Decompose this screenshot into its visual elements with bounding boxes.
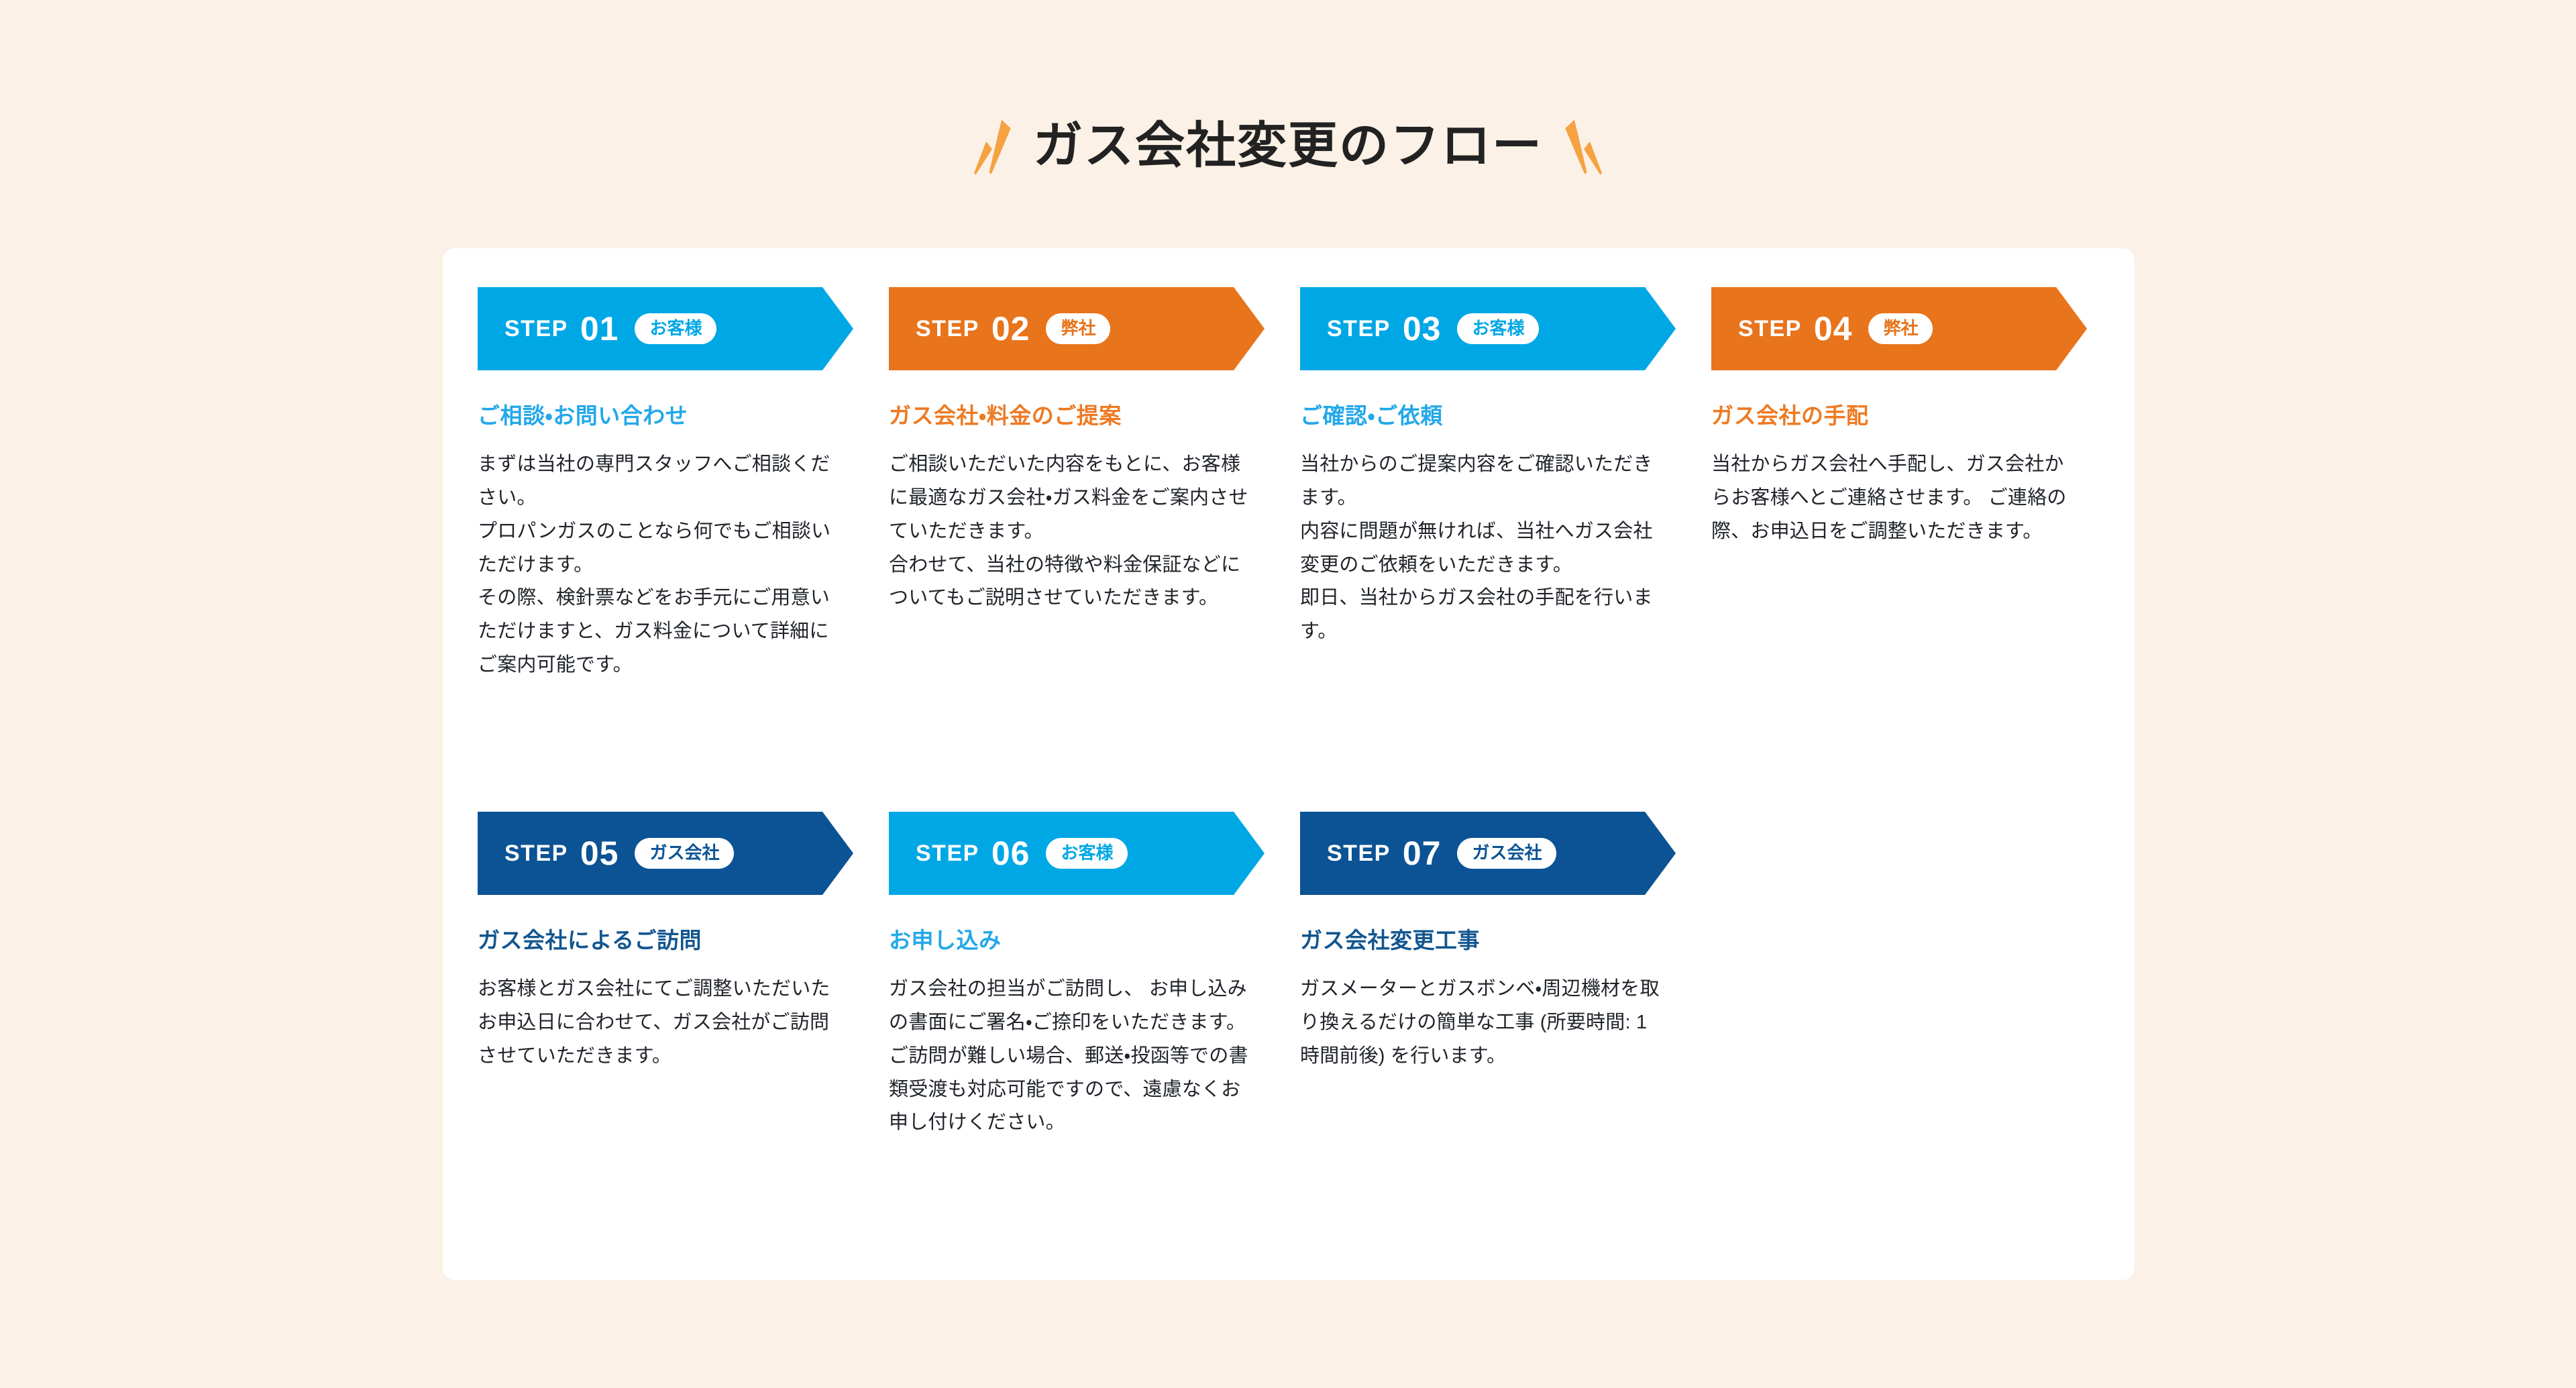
flow-row-2: STEP 05 ガス会社 ガス会社によるご訪問 お客様とガス会社にてご調整いただ… <box>478 812 2135 1140</box>
flow-panel: STEP 01 お客様 ご相談・お問い合わせ まずは当社の専門スタッフへご相談く… <box>443 248 2135 1280</box>
step-body-6: ガス会社の担当がご訪問し、 お申し込みの書面にご署名・ご捺印をいただきます。 ご… <box>889 977 1248 1134</box>
step-number-4: 04 <box>1813 310 1853 348</box>
step-body-4: 当社からガス会社へ手配し、ガス会社からお客様へとご連絡させます。 ご連絡の際、お… <box>1711 453 2067 542</box>
step-actor-badge-2: 弊社 <box>1046 313 1110 344</box>
step-banner-1[interactable]: STEP 01 お客様 <box>478 287 853 370</box>
step-card-3: STEP 03 お客様 ご確認・ご依頼 当社からのご提案内容をご確認いただきます… <box>1300 287 1711 682</box>
step-title-6: お申し込み <box>889 928 1002 953</box>
step-banner-2[interactable]: STEP 02 弊社 <box>889 287 1265 370</box>
step-word-label-6: STEP <box>916 841 979 866</box>
step-actor-badge-5: ガス会社 <box>635 838 734 869</box>
step-actor-badge-7: ガス会社 <box>1457 838 1556 869</box>
step-word-label-7: STEP <box>1327 841 1391 866</box>
page-title-block: ガス会社変更のフロー <box>0 87 2576 203</box>
step-actor-badge-3: お客様 <box>1457 313 1539 344</box>
step-title-5: ガス会社によるご訪問 <box>478 928 702 953</box>
step-banner-3[interactable]: STEP 03 お客様 <box>1300 287 1676 370</box>
step-card-4: STEP 04 弊社 ガス会社の手配 当社からガス会社へ手配し、ガス会社からお客… <box>1711 287 2123 682</box>
step-number-6: 06 <box>991 835 1030 872</box>
step-number-2: 02 <box>991 310 1030 348</box>
flow-row-1: STEP 01 お客様 ご相談・お問い合わせ まずは当社の専門スタッフへご相談く… <box>478 287 2135 682</box>
step-title-3: ご確認・ご依頼 <box>1300 403 1443 428</box>
step-banner-6[interactable]: STEP 06 お客様 <box>889 812 1265 895</box>
step-word-label-1: STEP <box>504 316 568 341</box>
step-title-1: ご相談・お問い合わせ <box>478 403 688 428</box>
step-number-1: 01 <box>580 310 619 348</box>
step-word-label-3: STEP <box>1327 316 1391 341</box>
title-decoration-right-icon <box>1560 113 1603 178</box>
step-card-7: STEP 07 ガス会社 ガス会社変更工事 ガスメーターとガスボンベ・周辺機材を… <box>1300 812 1711 1140</box>
step-body-2: ご相談いただいた内容をもとに、お客様に最適なガス会社・ガス料金をご案内させていた… <box>889 453 1248 609</box>
step-title-7: ガス会社変更工事 <box>1300 928 1480 953</box>
step-body-3: 当社からのご提案内容をご確認いただきます。 内容に問題が無ければ、当社へガス会社… <box>1300 453 1653 643</box>
step-body-1: まずは当社の専門スタッフへご相談ください。 プロパンガスのことなら何でもご相談い… <box>478 453 831 676</box>
title-decoration-left-icon <box>973 113 1016 178</box>
step-actor-badge-1: お客様 <box>635 313 716 344</box>
step-number-3: 03 <box>1402 310 1442 348</box>
step-title-4: ガス会社の手配 <box>1711 403 1869 428</box>
step-card-6: STEP 06 お客様 お申し込み ガス会社の担当がご訪問し、 お申し込みの書面… <box>889 812 1300 1140</box>
step-word-label-5: STEP <box>504 841 568 866</box>
step-banner-7[interactable]: STEP 07 ガス会社 <box>1300 812 1676 895</box>
step-title-2: ガス会社・料金のご提案 <box>889 403 1122 428</box>
step-number-5: 05 <box>580 835 619 872</box>
step-body-5: お客様とガス会社にてご調整いただいたお申込日に合わせて、ガス会社がご訪問させてい… <box>478 977 830 1067</box>
step-actor-badge-4: 弊社 <box>1868 313 1933 344</box>
step-banner-5[interactable]: STEP 05 ガス会社 <box>478 812 853 895</box>
step-word-label-2: STEP <box>916 316 979 341</box>
step-card-5: STEP 05 ガス会社 ガス会社によるご訪問 お客様とガス会社にてご調整いただ… <box>478 812 889 1140</box>
step-banner-4[interactable]: STEP 04 弊社 <box>1711 287 2087 370</box>
row-2-empty-slot <box>1711 812 2123 1140</box>
step-card-1: STEP 01 お客様 ご相談・お問い合わせ まずは当社の専門スタッフへご相談く… <box>478 287 889 682</box>
step-actor-badge-6: お客様 <box>1046 838 1128 869</box>
step-card-2: STEP 02 弊社 ガス会社・料金のご提案 ご相談いただいた内容をもとに、お客… <box>889 287 1300 682</box>
step-body-7: ガスメーターとガスボンベ・周辺機材を取り換えるだけの簡単な工事 (所要時間: 1… <box>1300 977 1660 1067</box>
step-number-7: 07 <box>1402 835 1442 872</box>
page-title: ガス会社変更のフロー <box>1033 117 1543 173</box>
step-word-label-4: STEP <box>1738 316 1802 341</box>
